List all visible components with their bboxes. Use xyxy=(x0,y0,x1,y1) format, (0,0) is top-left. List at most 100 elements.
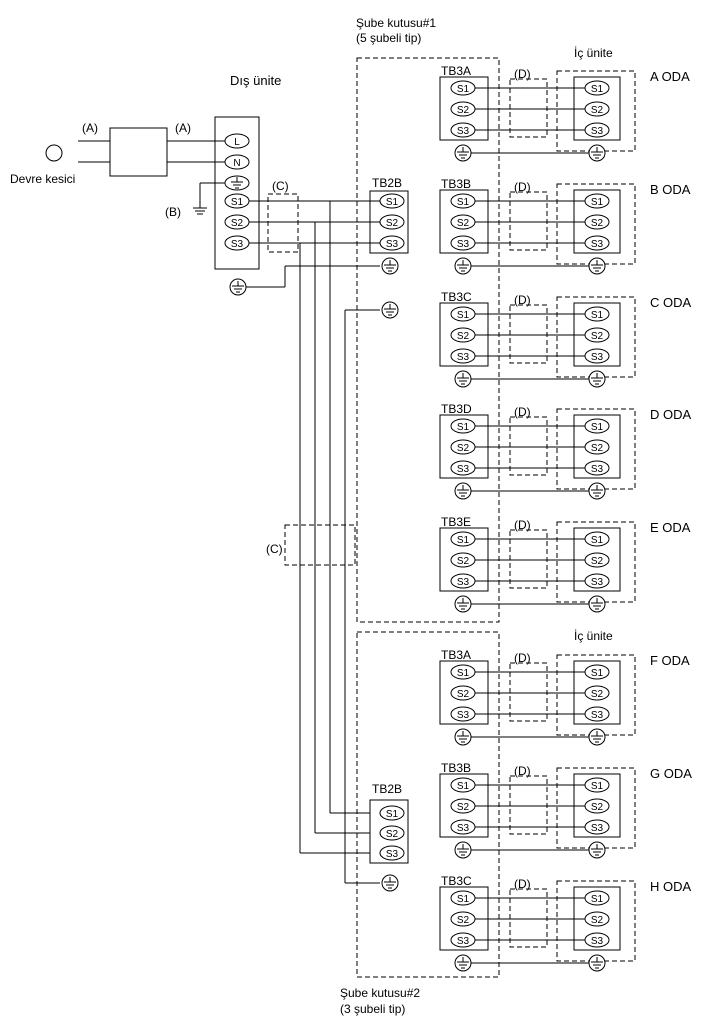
svg-text:S3: S3 xyxy=(386,849,399,860)
wire-d-box xyxy=(509,304,548,364)
svg-text:S1: S1 xyxy=(457,310,470,321)
indoor-ground-icon xyxy=(588,370,606,388)
svg-text:S2: S2 xyxy=(457,915,470,926)
wire-d-label: (D) xyxy=(514,293,531,307)
tb3-terminal-s1: S1 xyxy=(450,531,476,547)
tb2b-2-ground-icon xyxy=(381,874,399,892)
svg-text:S2: S2 xyxy=(591,443,604,454)
svg-text:S2: S2 xyxy=(591,802,604,813)
svg-text:S1: S1 xyxy=(386,809,399,820)
indoor-ground-icon xyxy=(588,728,606,746)
tb3-terminal-s2: S2 xyxy=(450,685,476,701)
svg-text:S1: S1 xyxy=(457,535,470,546)
svg-text:S1: S1 xyxy=(457,197,470,208)
terminal-l: L xyxy=(224,133,250,149)
indoor-terminal-s3: S3 xyxy=(584,235,610,251)
svg-text:S3: S3 xyxy=(591,936,604,947)
indoor-terminal-s2: S2 xyxy=(584,439,610,455)
tb2b-2-s1: S1 xyxy=(379,805,405,821)
room-name: H ODA xyxy=(650,879,692,894)
wire-c-label-middle: (C) xyxy=(266,542,283,556)
indoor-ground-icon xyxy=(588,954,606,972)
tb2b-1-label: TB2B xyxy=(372,176,402,190)
tb3-terminal-s2: S2 xyxy=(450,552,476,568)
svg-text:S2: S2 xyxy=(457,218,470,229)
svg-text:S2: S2 xyxy=(591,105,604,116)
tb3-label: TB3A xyxy=(441,648,471,662)
tb3-label: TB3D xyxy=(441,402,472,416)
wire-d-box xyxy=(509,775,548,835)
earth-ground-icon xyxy=(193,182,225,215)
svg-text:S3: S3 xyxy=(457,577,470,588)
tb3-label: TB3E xyxy=(441,515,471,529)
branch-box-2-subtitle: (3 şubeli tip) xyxy=(340,1002,405,1016)
svg-text:S3: S3 xyxy=(457,464,470,475)
wire-d-label: (D) xyxy=(514,180,531,194)
indoor-terminal-s2: S2 xyxy=(584,911,610,927)
svg-text:S1: S1 xyxy=(591,781,604,792)
indoor-terminal-s1: S1 xyxy=(584,777,610,793)
svg-text:S2: S2 xyxy=(457,802,470,813)
tb3-ground-icon xyxy=(454,370,472,388)
tb3-label: TB3C xyxy=(441,290,472,304)
room-name: D ODA xyxy=(650,407,692,422)
wire-d-label: (D) xyxy=(514,877,531,891)
svg-text:S3: S3 xyxy=(231,239,244,250)
svg-text:S1: S1 xyxy=(457,894,470,905)
svg-text:S2: S2 xyxy=(591,556,604,567)
tb3-terminal-s3: S3 xyxy=(450,573,476,589)
svg-text:S2: S2 xyxy=(457,331,470,342)
tb3-terminal-s3: S3 xyxy=(450,122,476,138)
outdoor-terminal-s2: S2 xyxy=(224,214,250,230)
svg-text:S2: S2 xyxy=(591,331,604,342)
svg-text:S2: S2 xyxy=(457,556,470,567)
outdoor-terminal-s1: S1 xyxy=(224,193,250,209)
svg-text:S2: S2 xyxy=(591,915,604,926)
outdoor-unit-label: Dış ünite xyxy=(230,73,281,88)
indoor-terminal-s3: S3 xyxy=(584,819,610,835)
wire-d-box xyxy=(509,662,548,722)
branch-box-2-title: Şube kutusu#2 xyxy=(340,986,420,1000)
tb3-terminal-s2: S2 xyxy=(450,798,476,814)
wire-c-box-top xyxy=(267,193,299,253)
indoor-terminal-s2: S2 xyxy=(584,327,610,343)
svg-text:S1: S1 xyxy=(386,197,399,208)
wire-a-label-right: (A) xyxy=(175,121,191,135)
wire-b-label: (B) xyxy=(165,205,181,219)
svg-text:S1: S1 xyxy=(457,781,470,792)
branch-box-1-subtitle: (5 şubeli tip) xyxy=(356,31,421,45)
tb2b-2-s2: S2 xyxy=(379,825,405,841)
tb3-terminal-s2: S2 xyxy=(450,911,476,927)
tb3-terminal-s3: S3 xyxy=(450,819,476,835)
terminal-n: N xyxy=(224,154,250,170)
indoor-terminal-s3: S3 xyxy=(584,348,610,364)
svg-text:S1: S1 xyxy=(591,84,604,95)
indoor-terminal-s1: S1 xyxy=(584,664,610,680)
wire-d-label: (D) xyxy=(514,518,531,532)
tb2b-2-s3: S3 xyxy=(379,845,405,861)
tb3-ground-icon xyxy=(454,595,472,613)
svg-text:S2: S2 xyxy=(591,689,604,700)
wire-c-label-top: (C) xyxy=(272,179,289,193)
svg-text:S1: S1 xyxy=(591,894,604,905)
indoor-terminal-s2: S2 xyxy=(584,552,610,568)
svg-text:S3: S3 xyxy=(591,126,604,137)
tb2b-2-label: TB2B xyxy=(372,782,402,796)
tb2b-1-ground-icon xyxy=(381,257,399,275)
svg-text:N: N xyxy=(233,158,240,169)
tb2b-1-s1: S1 xyxy=(379,193,405,209)
indoor-terminal-s3: S3 xyxy=(584,706,610,722)
wire-d-box xyxy=(509,529,548,589)
ground-terminal-icon xyxy=(224,175,250,191)
tb3-terminal-s1: S1 xyxy=(450,777,476,793)
tb3-ground-icon xyxy=(454,728,472,746)
indoor-terminal-s1: S1 xyxy=(584,193,610,209)
wire-d-label: (D) xyxy=(514,764,531,778)
indoor-terminal-s3: S3 xyxy=(584,122,610,138)
wire-d-label: (D) xyxy=(514,405,531,419)
